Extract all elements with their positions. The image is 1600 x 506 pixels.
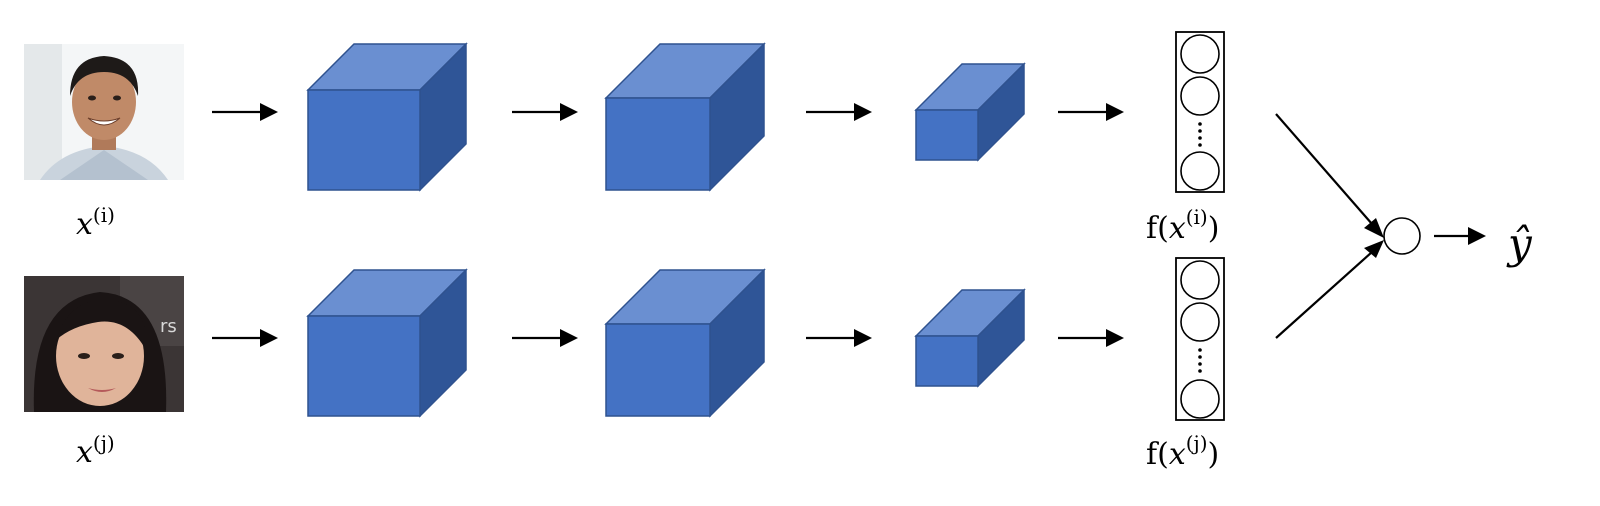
- arrow-output: [1434, 227, 1486, 245]
- arrow-bottom-1: [212, 329, 278, 347]
- encoding-sup-bottom: (j): [1186, 431, 1208, 455]
- input-label-bottom: x(j): [76, 431, 115, 470]
- encoding-var-top: x: [1169, 211, 1186, 246]
- conv-layer-cube-top-3: [914, 62, 1026, 162]
- arrow-bottom-3: [806, 329, 872, 347]
- arrow-bottom-4: [1058, 329, 1124, 347]
- arrow-bottom-2: [512, 329, 578, 347]
- arrow-top-2: [512, 103, 578, 121]
- input-photo-bottom: rs: [24, 276, 184, 412]
- input-sup-top: (i): [93, 203, 115, 227]
- comparison-node: [1383, 217, 1421, 255]
- encoding-vector-top: [1175, 31, 1225, 193]
- neuron-bottom-3: [1180, 379, 1220, 419]
- neuron-top-1: [1180, 34, 1220, 74]
- encoding-prefix-top: f(: [1146, 211, 1169, 246]
- encoding-sup-top: (i): [1186, 205, 1208, 229]
- input-var-top: x: [76, 207, 93, 242]
- input-label-top: x(i): [76, 203, 115, 242]
- output-label-y-hat: ŷ: [1506, 219, 1533, 268]
- neuron-top-3: [1180, 151, 1220, 191]
- photo-background-text: rs: [160, 316, 177, 337]
- neuron-bottom-2: [1180, 302, 1220, 342]
- arrow-top-3: [806, 103, 872, 121]
- encoding-suffix-bottom: ): [1208, 437, 1220, 472]
- input-sup-bottom: (j): [93, 431, 115, 455]
- input-var-bottom: x: [76, 435, 93, 470]
- conv-layer-cube-bottom-1: [306, 268, 468, 418]
- neuron-bottom-1: [1180, 260, 1220, 300]
- neuron-top-2: [1180, 76, 1220, 116]
- conv-layer-cube-bottom-3: [914, 288, 1026, 388]
- encoding-suffix-top: ): [1208, 211, 1220, 246]
- encoding-label-top: f(x(i)): [1146, 205, 1219, 246]
- conv-layer-cube-top-2: [604, 42, 766, 192]
- encoding-label-bottom: f(x(j)): [1146, 431, 1219, 472]
- arrow-converge-top: [1275, 113, 1384, 238]
- arrow-converge-bottom: [1275, 240, 1384, 339]
- arrow-top-1: [212, 103, 278, 121]
- conv-layer-cube-top-1: [306, 42, 468, 192]
- arrow-top-4: [1058, 103, 1124, 121]
- input-photo-top: [24, 44, 184, 180]
- encoding-vector-bottom: [1175, 257, 1225, 421]
- encoding-prefix-bottom: f(: [1146, 437, 1169, 472]
- encoding-var-bottom: x: [1169, 437, 1186, 472]
- conv-layer-cube-bottom-2: [604, 268, 766, 418]
